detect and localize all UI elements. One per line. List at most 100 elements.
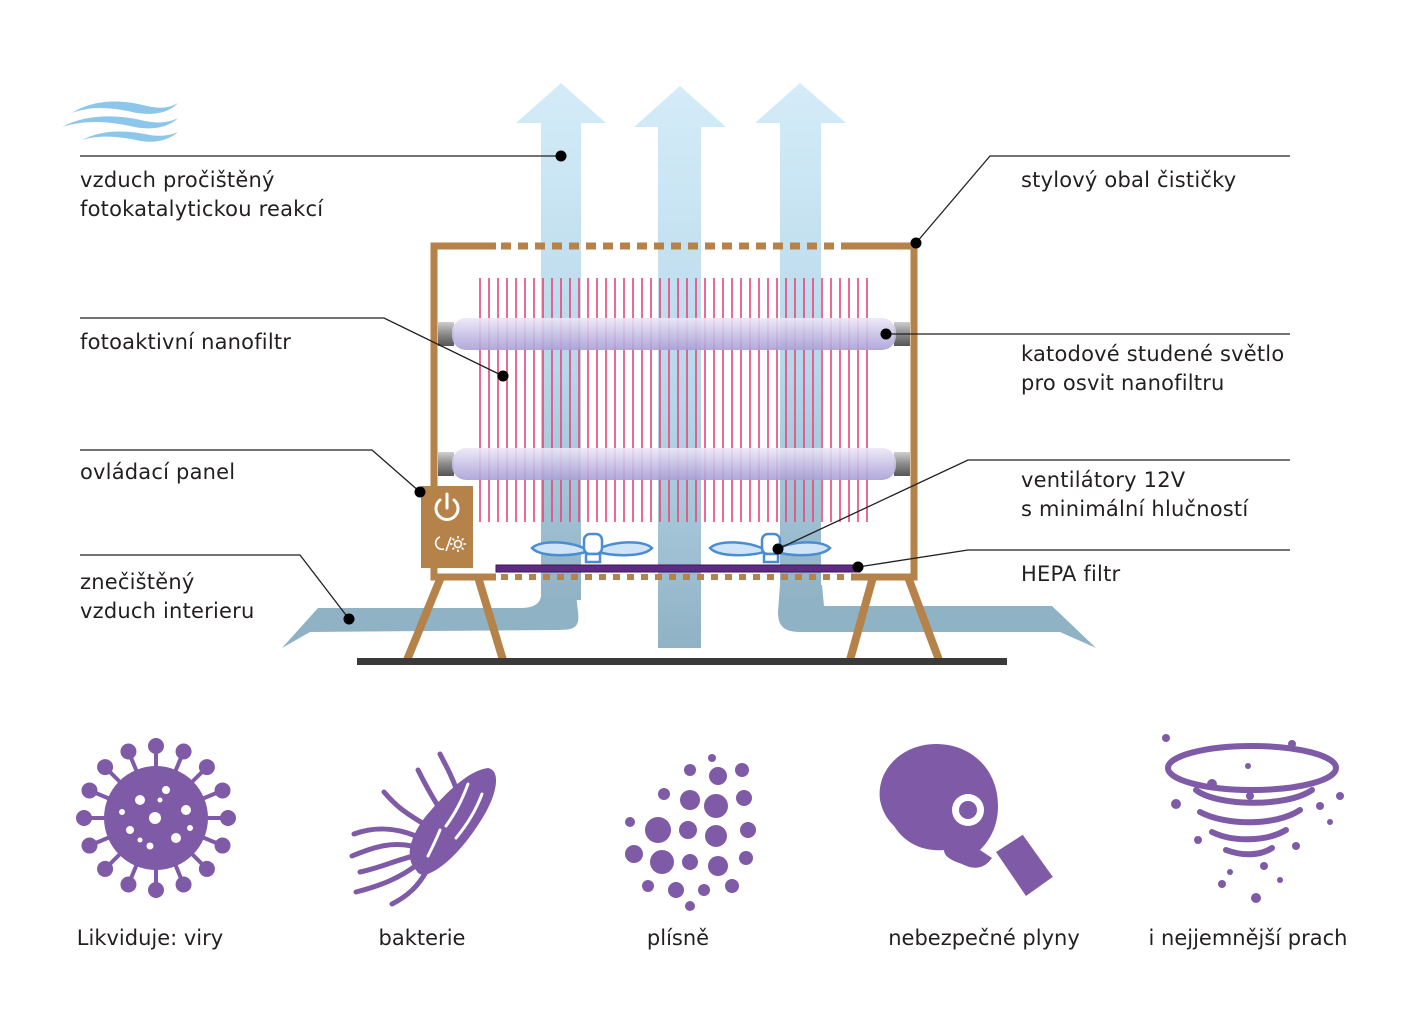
mold-spore — [682, 854, 698, 870]
label-dirty-air-line1: znečištěný — [80, 570, 195, 594]
dirty-air-flow — [282, 585, 1096, 648]
label-hepa: HEPA filtr — [1021, 560, 1120, 589]
dust-particle — [1283, 785, 1289, 791]
label-control-panel: ovládací panel — [80, 458, 235, 487]
fine-dust-icon — [1162, 734, 1344, 903]
dust-particle — [1171, 799, 1181, 809]
mold-spore — [739, 851, 753, 865]
label-nanofilter-line1: fotoaktivní nanofiltr — [80, 330, 292, 354]
label-cathode-light-line1: katodové studené světlo — [1021, 342, 1285, 366]
dust-particle — [1277, 877, 1283, 883]
mold-spore — [679, 821, 697, 839]
mold-spore — [705, 825, 727, 847]
mold-spore — [668, 882, 684, 898]
hepa-filter — [495, 564, 861, 573]
cathode-tube-bottom — [438, 448, 910, 480]
label-cathode-light-line2: pro osvit nanofiltru — [1021, 371, 1225, 395]
mold-spore — [708, 856, 728, 876]
virus-icon — [76, 738, 236, 898]
label-control-panel-line1: ovládací panel — [80, 460, 236, 484]
dust-particle — [1162, 734, 1170, 742]
label-fans: ventilátory 12V s minimální hlučností — [1021, 466, 1248, 524]
dust-particle — [1336, 792, 1344, 800]
virus-spike-tip — [198, 860, 215, 877]
mold-spore — [740, 822, 756, 838]
cathode-tube-top — [438, 318, 910, 350]
label-fans-line2: s minimální hlučností — [1021, 497, 1249, 521]
dust-particle — [1260, 862, 1268, 870]
housing-frame — [403, 242, 943, 662]
mold-spore — [642, 880, 654, 892]
dust-particle — [1327, 819, 1333, 825]
label-clean-air-line2: fotokatalytickou reakcí — [80, 197, 324, 221]
label-nanofilter: fotoaktivní nanofiltr — [80, 328, 291, 357]
mold-spore — [625, 845, 643, 863]
label-dirty-air: znečištěný vzduch interieru — [80, 568, 254, 626]
dust-particle — [1245, 763, 1251, 769]
clean-air-wave-icon — [62, 101, 178, 142]
label-housing-line1: stylový obal čističky — [1021, 168, 1237, 192]
label-cathode-light: katodové studené světlo pro osvit nanofi… — [1021, 340, 1284, 398]
dust-particle — [1288, 740, 1296, 748]
dust-particle — [1218, 880, 1226, 888]
virus-spike-tip — [148, 738, 164, 754]
virus-spike-tip — [120, 743, 137, 760]
mold-spore — [735, 763, 749, 777]
caption-bacteria: bakterie — [378, 926, 466, 950]
virus-spike-tip — [175, 876, 192, 893]
clean-air-arrows — [516, 83, 846, 648]
dust-particle — [1207, 779, 1217, 789]
mold-spore — [725, 879, 739, 893]
caption-mold: plísně — [646, 926, 710, 950]
mold-spore — [625, 817, 635, 827]
power-icon[interactable] — [434, 492, 460, 521]
leader-dots — [343, 150, 922, 625]
virus-spike-tip — [81, 837, 98, 854]
virus-spike-tip — [76, 810, 92, 826]
caption-viruses: Likviduje: viry — [76, 926, 224, 950]
mold-spore — [658, 788, 670, 800]
floor — [357, 658, 1007, 665]
caption-dust: i nejjemnější prach — [1148, 926, 1348, 950]
mold-spore — [704, 794, 728, 818]
mold-spore — [698, 884, 710, 896]
label-clean-air: vzduch pročištěný fotokatalytickou reakc… — [80, 166, 323, 224]
up-arrow-center — [634, 86, 726, 648]
virus-spike-tip — [81, 782, 98, 799]
mold-spore — [684, 764, 696, 776]
virus-spike-tip — [120, 876, 137, 893]
label-clean-air-line1: vzduch pročištěný — [80, 168, 275, 192]
label-hepa-line1: HEPA filtr — [1021, 562, 1121, 586]
virus-spike-tip — [198, 759, 215, 776]
mold-spore — [709, 767, 727, 785]
dust-particle — [1251, 893, 1261, 903]
virus-spike-tip — [148, 882, 164, 898]
mold-spore — [708, 754, 716, 762]
mold-spore — [685, 901, 695, 911]
mold-spore — [645, 817, 671, 843]
dust-particle — [1292, 842, 1300, 850]
mold-spore — [736, 790, 752, 806]
control-panel — [421, 486, 473, 568]
label-fans-line1: ventilátory 12V — [1021, 468, 1186, 492]
bacteria-icon — [349, 751, 497, 907]
virus-spike-tip — [220, 810, 236, 826]
label-dirty-air-line2: vzduch interieru — [80, 599, 255, 623]
virus-spike-tip — [214, 837, 231, 854]
dust-particle — [1194, 836, 1202, 844]
gas-mask-icon — [879, 744, 1056, 896]
caption-gases: nebezpečné plyny — [888, 926, 1080, 950]
mold-spore — [650, 850, 674, 874]
virus-spike-tip — [97, 860, 114, 877]
mold-spores-icon — [625, 754, 756, 911]
dust-particle — [1316, 802, 1324, 810]
dust-particle — [1246, 792, 1254, 800]
virus-spike-tip — [175, 743, 192, 760]
virus-spike-tip — [97, 759, 114, 776]
dust-particle — [1227, 869, 1233, 875]
mold-spore — [680, 790, 700, 810]
fan-left — [530, 532, 654, 564]
label-housing: stylový obal čističky — [1021, 166, 1236, 195]
night-day-mode-icon[interactable] — [434, 536, 466, 552]
